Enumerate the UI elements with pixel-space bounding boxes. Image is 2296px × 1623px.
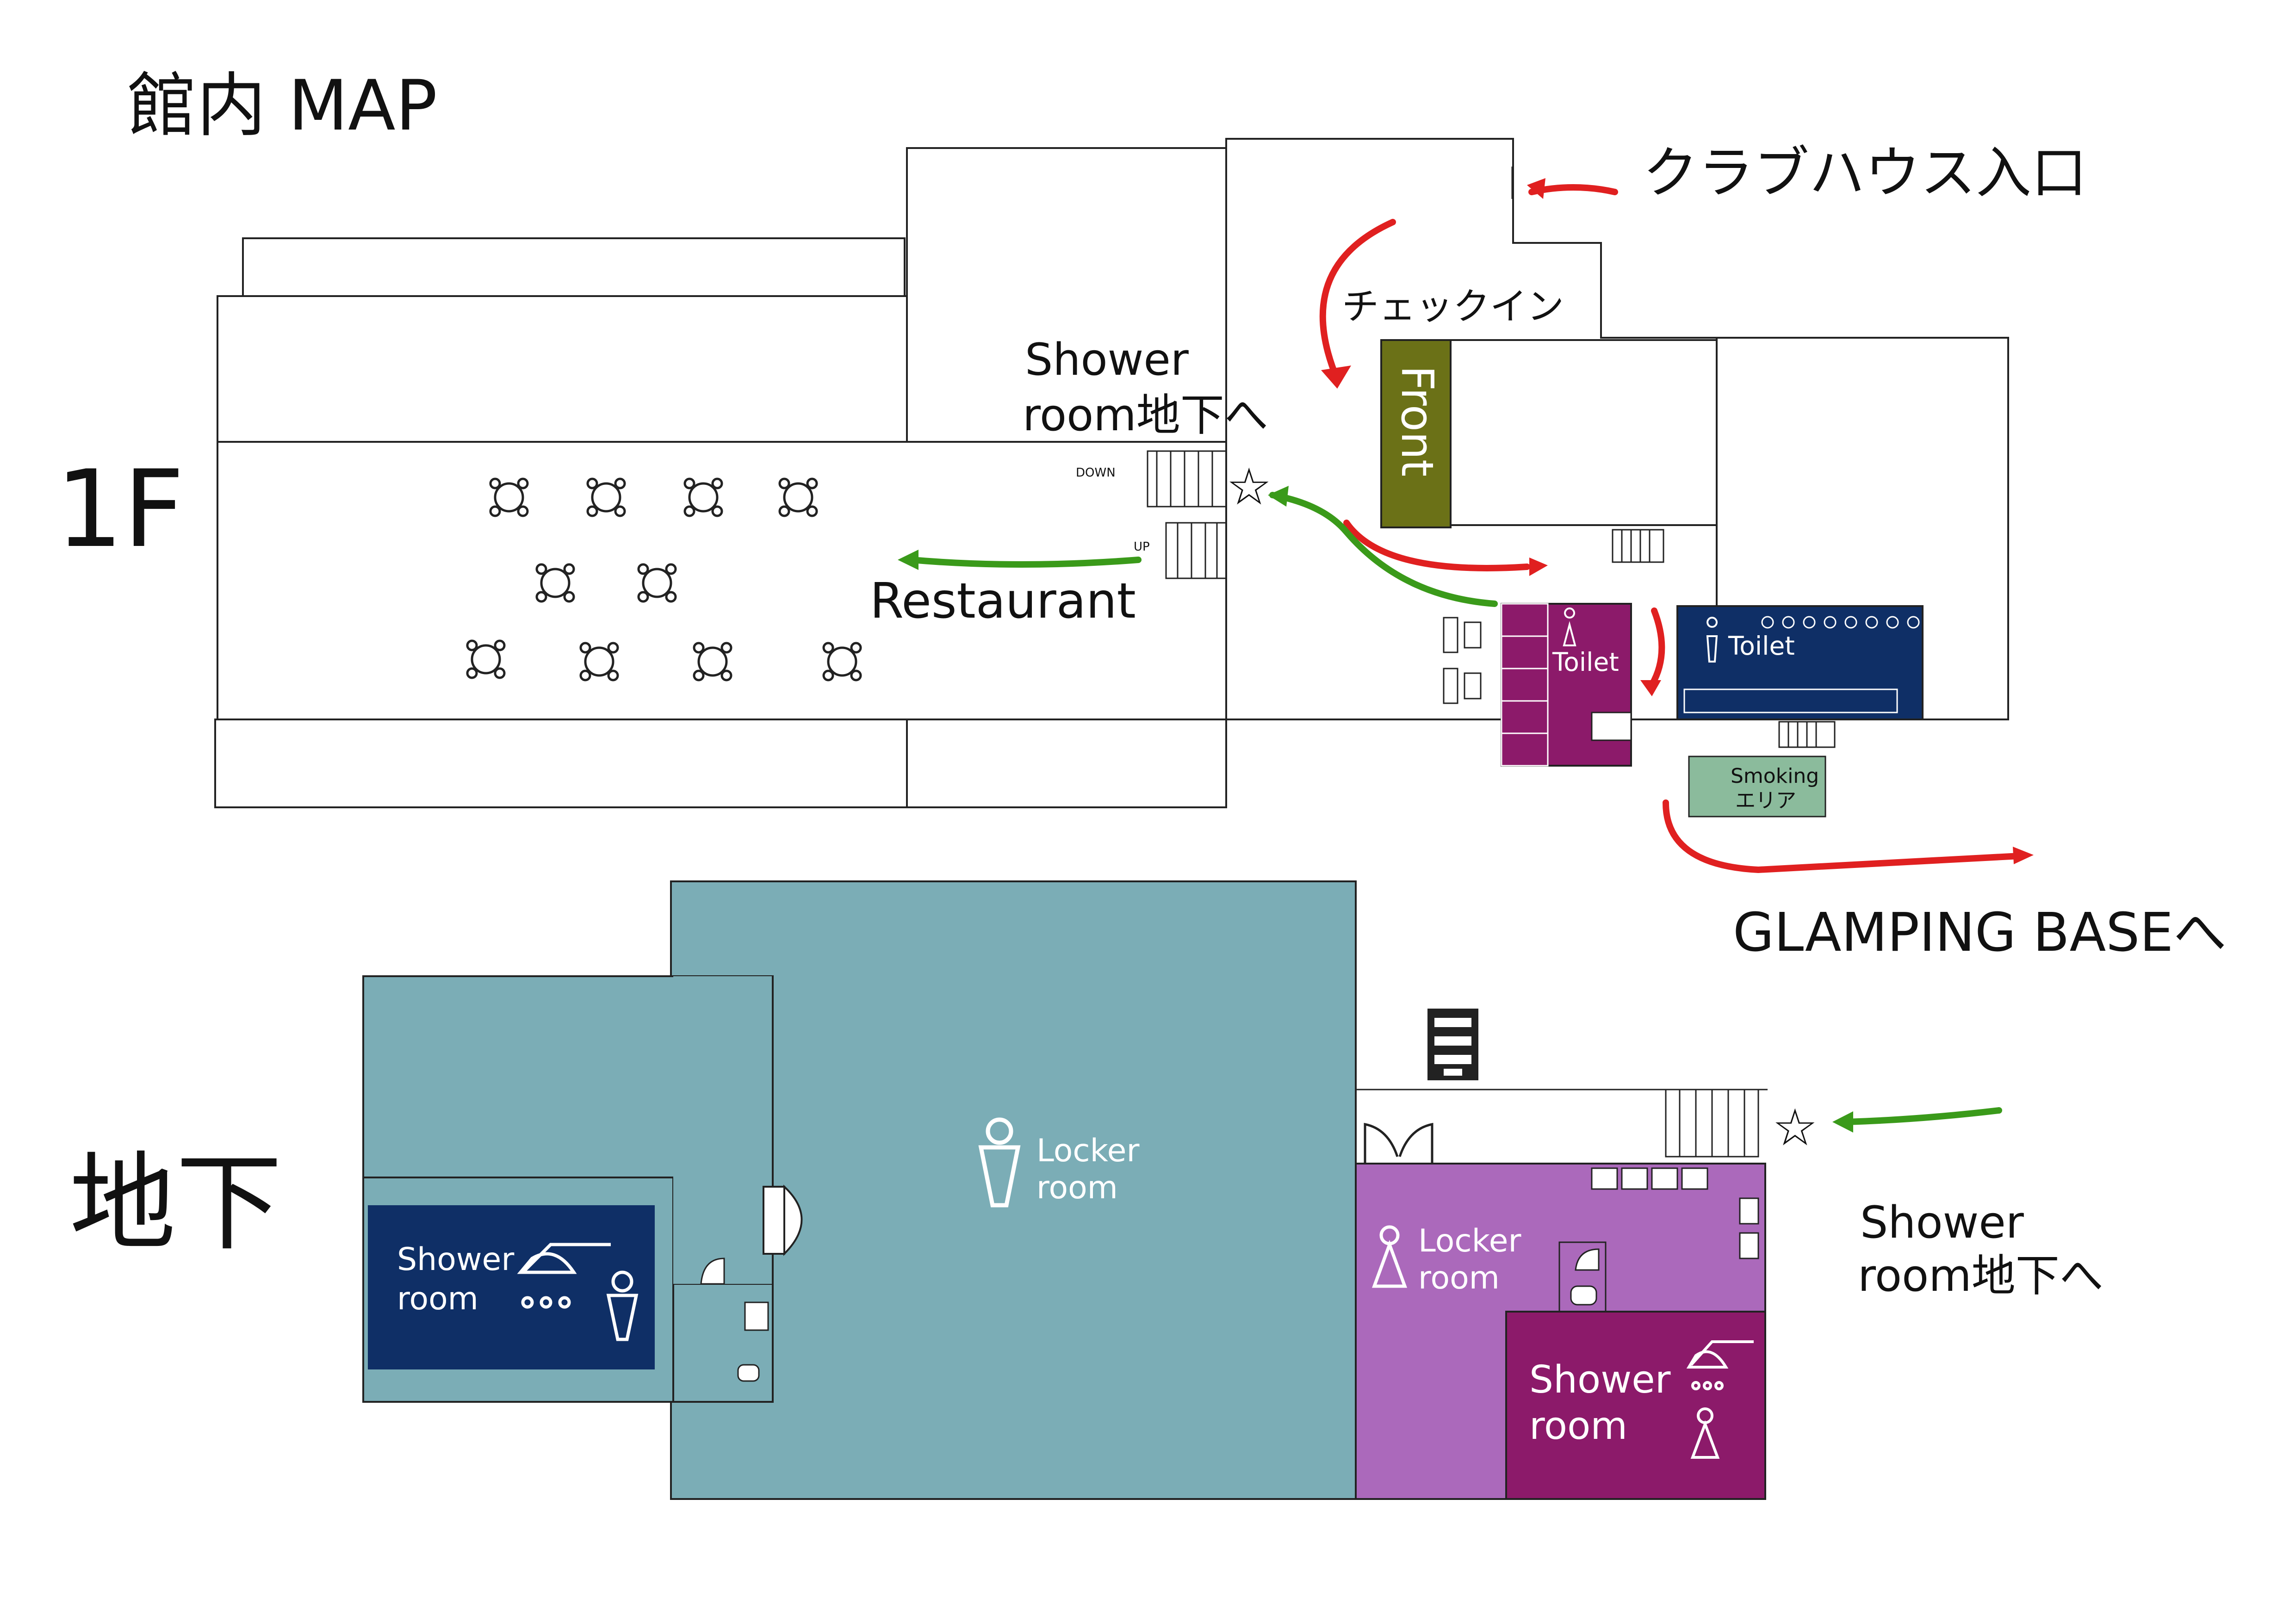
- person-icon: [1371, 1225, 1408, 1288]
- mens-shower-room: [368, 1205, 655, 1369]
- womens-toilet-label: Toilet: [1552, 647, 1619, 677]
- arrow-right-toilet: [1649, 607, 1665, 688]
- smoking-area: Smoking エリア: [1688, 756, 1826, 818]
- table-icon: [822, 642, 862, 681]
- basement-shower-label-2: room地下へ: [1858, 1251, 2104, 1301]
- mens-locker-label-1: Locker: [1036, 1133, 1139, 1169]
- floor-label-basement: 地下: [69, 1142, 282, 1265]
- shower-down-label-2: room地下へ: [1023, 390, 1268, 441]
- stairs-icon: [1147, 450, 1227, 579]
- stairs-icon: [1612, 529, 1664, 563]
- arrow-basement-head: [1832, 1111, 1853, 1133]
- front-label: Front: [1391, 365, 1442, 477]
- shower-down-label-1: Shower: [1025, 335, 1189, 385]
- sink-icon: [1591, 1167, 1759, 1259]
- smoking-label-1: Smoking: [1731, 764, 1819, 788]
- first-floor-plan: Front DOWN UP ☆: [214, 138, 2227, 964]
- toilet-icon: [700, 1258, 769, 1382]
- arrow-basement: [1843, 1107, 2002, 1125]
- star-icon: ☆: [1226, 457, 1272, 516]
- stairs-down-label: DOWN: [1076, 466, 1116, 480]
- table-icon: [489, 477, 529, 517]
- star-icon: ☆: [1772, 1098, 1818, 1157]
- stairs-icon: [1665, 1089, 1759, 1158]
- person-icon: [606, 1270, 639, 1341]
- door-icon: [763, 1184, 803, 1256]
- table-icon: [586, 477, 626, 517]
- toilet-icon: [1558, 1241, 1607, 1313]
- womens-toilet: Toilet: [1501, 603, 1632, 767]
- arrow-from-toilet: [1269, 492, 1498, 607]
- checkin-label: チェックイン: [1342, 285, 1564, 328]
- mens-locker-label-2: room: [1036, 1170, 1118, 1206]
- mens-toilet: Toilet: [1676, 605, 1924, 720]
- stairs-up-label: UP: [1134, 540, 1150, 554]
- basement-plan: Shower room Locker room: [362, 880, 2104, 1500]
- map-title: 館内 MAP: [127, 66, 437, 146]
- entrance-label: クラブハウス入口: [1643, 141, 2087, 205]
- arrow-to-toilet: [1343, 520, 1530, 571]
- shower-icon: [517, 1243, 611, 1309]
- arrow-restaurant: [908, 557, 1142, 568]
- door-icon: [1364, 1122, 1433, 1165]
- arrow-checkin: [1319, 219, 1396, 383]
- person-icon: [1706, 617, 1718, 663]
- womens-locker-label-2: room: [1418, 1260, 1500, 1296]
- vending-machine-icon: [1427, 1009, 1478, 1080]
- womens-shower-label-2: room: [1529, 1404, 1627, 1448]
- table-icon: [579, 642, 619, 681]
- mens-shower-label-2: room: [397, 1281, 478, 1317]
- basement-shower-label-1: Shower: [1860, 1197, 2024, 1248]
- shower-icon: [1686, 1340, 1754, 1390]
- table-icon: [637, 563, 677, 603]
- womens-locker-label-1: Locker: [1418, 1223, 1521, 1259]
- table-icon: [683, 477, 723, 517]
- table-icon: [693, 642, 732, 681]
- table-icon: [466, 639, 506, 679]
- restaurant-tables: [466, 477, 862, 681]
- restaurant-label: Restaurant: [870, 573, 1136, 629]
- person-icon: [1563, 607, 1576, 646]
- smoking-label-2: エリア: [1735, 789, 1796, 812]
- mens-toilet-label: Toilet: [1728, 631, 1795, 661]
- arrow-glamping: [1663, 799, 2023, 873]
- table-icon: [535, 563, 575, 603]
- stairs-icon: [1778, 721, 1836, 748]
- floor-label-1f: 1F: [56, 448, 185, 571]
- sink-icon: [1443, 617, 1482, 704]
- mens-shower-label-1: Shower: [397, 1241, 514, 1278]
- glamping-label: GLAMPING BASEへ: [1733, 902, 2227, 964]
- womens-shower-label-1: Shower: [1529, 1358, 1671, 1402]
- person-icon: [1690, 1407, 1720, 1459]
- front-desk: [1380, 339, 1452, 528]
- table-icon: [778, 477, 818, 517]
- person-icon: [978, 1117, 1021, 1208]
